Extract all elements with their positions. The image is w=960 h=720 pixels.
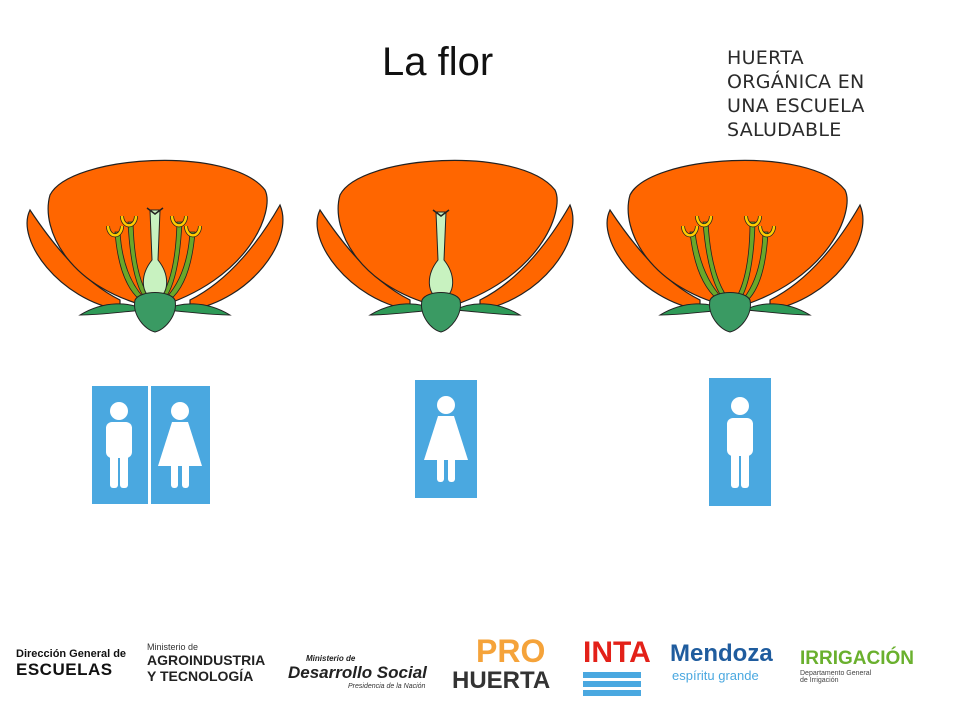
brand-huerta-organica: HUERTA ORGÁNICA EN UNA ESCUELA SALUDABLE — [727, 46, 865, 142]
logo-prohuerta-line2: HUERTA — [452, 667, 551, 694]
logo-irrigacion-line1: IRRIGACIÓN — [800, 648, 914, 669]
logo-escuelas: Dirección General de ESCUELAS — [16, 648, 126, 680]
logo-desarrollo-line2: Desarrollo Social — [288, 663, 427, 682]
man-icon — [727, 397, 753, 488]
logo-prohuerta: PRO HUERTA — [452, 634, 550, 694]
sign-woman — [415, 380, 477, 498]
woman-icon — [424, 396, 468, 482]
logo-escuelas-line1: Dirección General de — [16, 648, 127, 660]
logo-mendoza-line1: Mendoza — [670, 640, 773, 667]
petals — [606, 159, 864, 311]
logo-desarrollo-line3: Presidencia de la Nación — [348, 683, 426, 690]
footer-logos: Dirección General de ESCUELAS Ministerio… — [0, 628, 960, 720]
brand-line-3: UNA ESCUELA — [727, 95, 865, 117]
flower-female — [316, 159, 574, 333]
logo-desarrollo-line1: Ministerio de — [306, 654, 356, 663]
logo-agro-line2: AGROINDUSTRIA — [147, 652, 266, 668]
flower-hermaphrodite — [26, 159, 284, 333]
man-icon — [106, 402, 132, 488]
logo-irrigacion-line3: de Irrigación — [800, 677, 839, 684]
logo-inta-label: INTA — [583, 636, 651, 669]
logo-irrigacion-line2: Departamento General — [800, 670, 872, 677]
logo-mendoza-line2: espíritu grande — [672, 668, 759, 683]
receptacle — [421, 292, 461, 333]
logo-irrigacion: IRRIGACIÓN Departamento General de Irrig… — [800, 648, 914, 684]
logo-inta: INTA — [583, 636, 651, 701]
logo-agro-line1: Ministerio de — [147, 642, 199, 652]
logo-desarrollo-social: Ministerio de Desarrollo Social Presiden… — [288, 654, 427, 690]
slide-title: La flor — [382, 40, 494, 84]
sign-man-woman — [92, 386, 210, 504]
logo-escuelas-line2: ESCUELAS — [16, 660, 113, 679]
logo-agroindustria: Ministerio de AGROINDUSTRIA Y TECNOLOGÍA — [147, 642, 265, 684]
logo-prohuerta-line1: PRO — [476, 633, 546, 669]
brand-line-1: HUERTA — [727, 47, 804, 69]
sign-man — [709, 378, 771, 506]
sepals — [658, 303, 812, 316]
receptacle — [709, 292, 751, 333]
logo-agro-line3: Y TECNOLOGÍA — [147, 668, 254, 684]
receptacle — [134, 292, 176, 333]
brand-line-4: SALUDABLE — [727, 119, 842, 141]
flower-male — [606, 159, 864, 333]
inta-stripes — [583, 672, 641, 696]
logo-mendoza: Mendoza espíritu grande — [670, 640, 773, 683]
brand-line-2: ORGÁNICA EN — [727, 71, 865, 93]
woman-icon — [158, 402, 202, 488]
